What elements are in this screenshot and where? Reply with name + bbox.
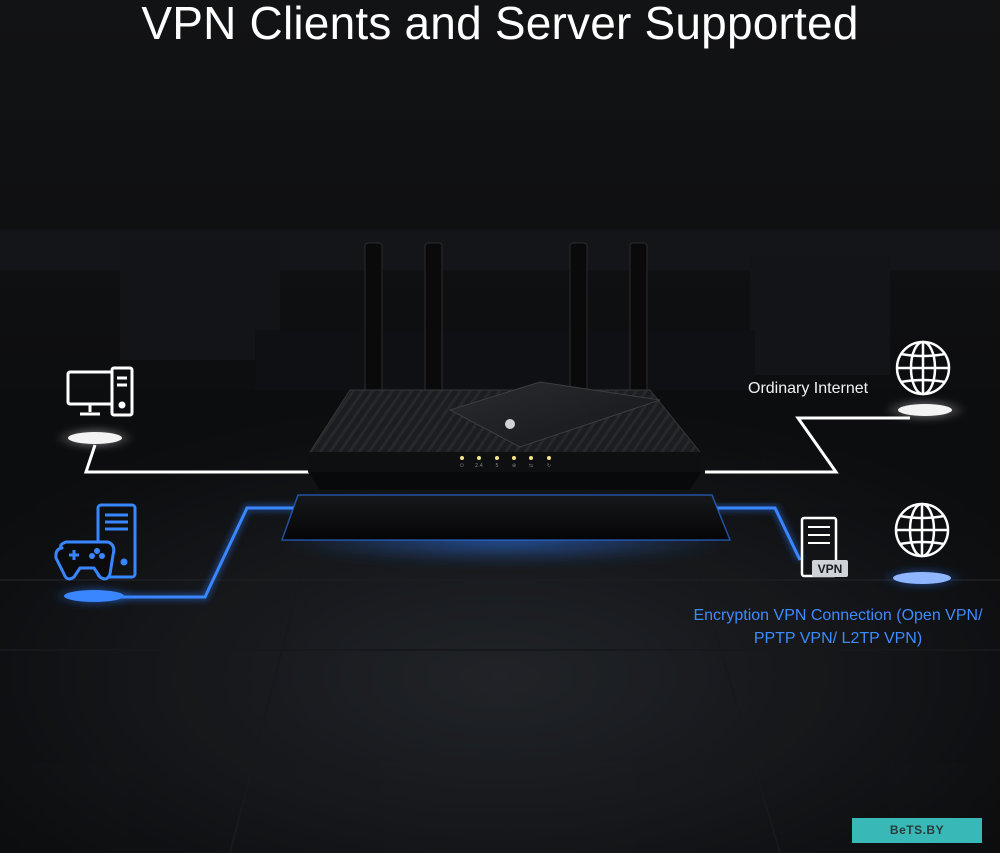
router-leds (460, 456, 551, 460)
led-label-internet: ⊕ (512, 463, 516, 469)
led-label-5ghz: 5 (495, 463, 498, 469)
game-console-icon (54, 503, 137, 581)
left-white-line (83, 444, 310, 474)
desktop-computer-icon (66, 366, 134, 417)
ordinary-connection-lines (83, 416, 910, 474)
globe-pad-ordinary (898, 404, 952, 416)
vpn-server-icon: VPN (800, 516, 848, 578)
brand-logo-icon (505, 419, 515, 429)
led-label-power: ⏻ (460, 463, 464, 469)
globe-icon-ordinary (895, 340, 951, 396)
watermark: BeTS.BY (852, 818, 982, 843)
led-label-24ghz: 2.4 (475, 463, 483, 469)
right-white-line (705, 416, 910, 474)
vpn-badge (812, 560, 848, 577)
left-blue-line (110, 506, 310, 599)
router-led-labels: ⏻ 2.4 5 ⊕ ⇆ ↻ (460, 463, 551, 469)
globe-pad-vpn (893, 572, 951, 584)
right-blue-line (705, 506, 802, 561)
led-label-wps: ↻ (547, 463, 551, 469)
router: ⏻ 2.4 5 ⊕ ⇆ ↻ (275, 242, 735, 564)
ordinary-internet-label: Ordinary Internet (748, 380, 869, 397)
page-title: VPN Clients and Server Supported (141, 0, 859, 49)
globe-icon-vpn (894, 502, 950, 558)
vpn-badge-label: VPN (818, 562, 843, 576)
desktop-pad (68, 432, 122, 444)
router-top-panel (448, 381, 661, 448)
vpn-connection-lines (110, 504, 804, 601)
vpn-connection-label: Encryption VPN Connection (Open VPN/ PPT… (693, 607, 983, 647)
led-label-lan: ⇆ (529, 463, 533, 469)
gaming-pad (64, 590, 124, 602)
router-base (280, 494, 732, 541)
